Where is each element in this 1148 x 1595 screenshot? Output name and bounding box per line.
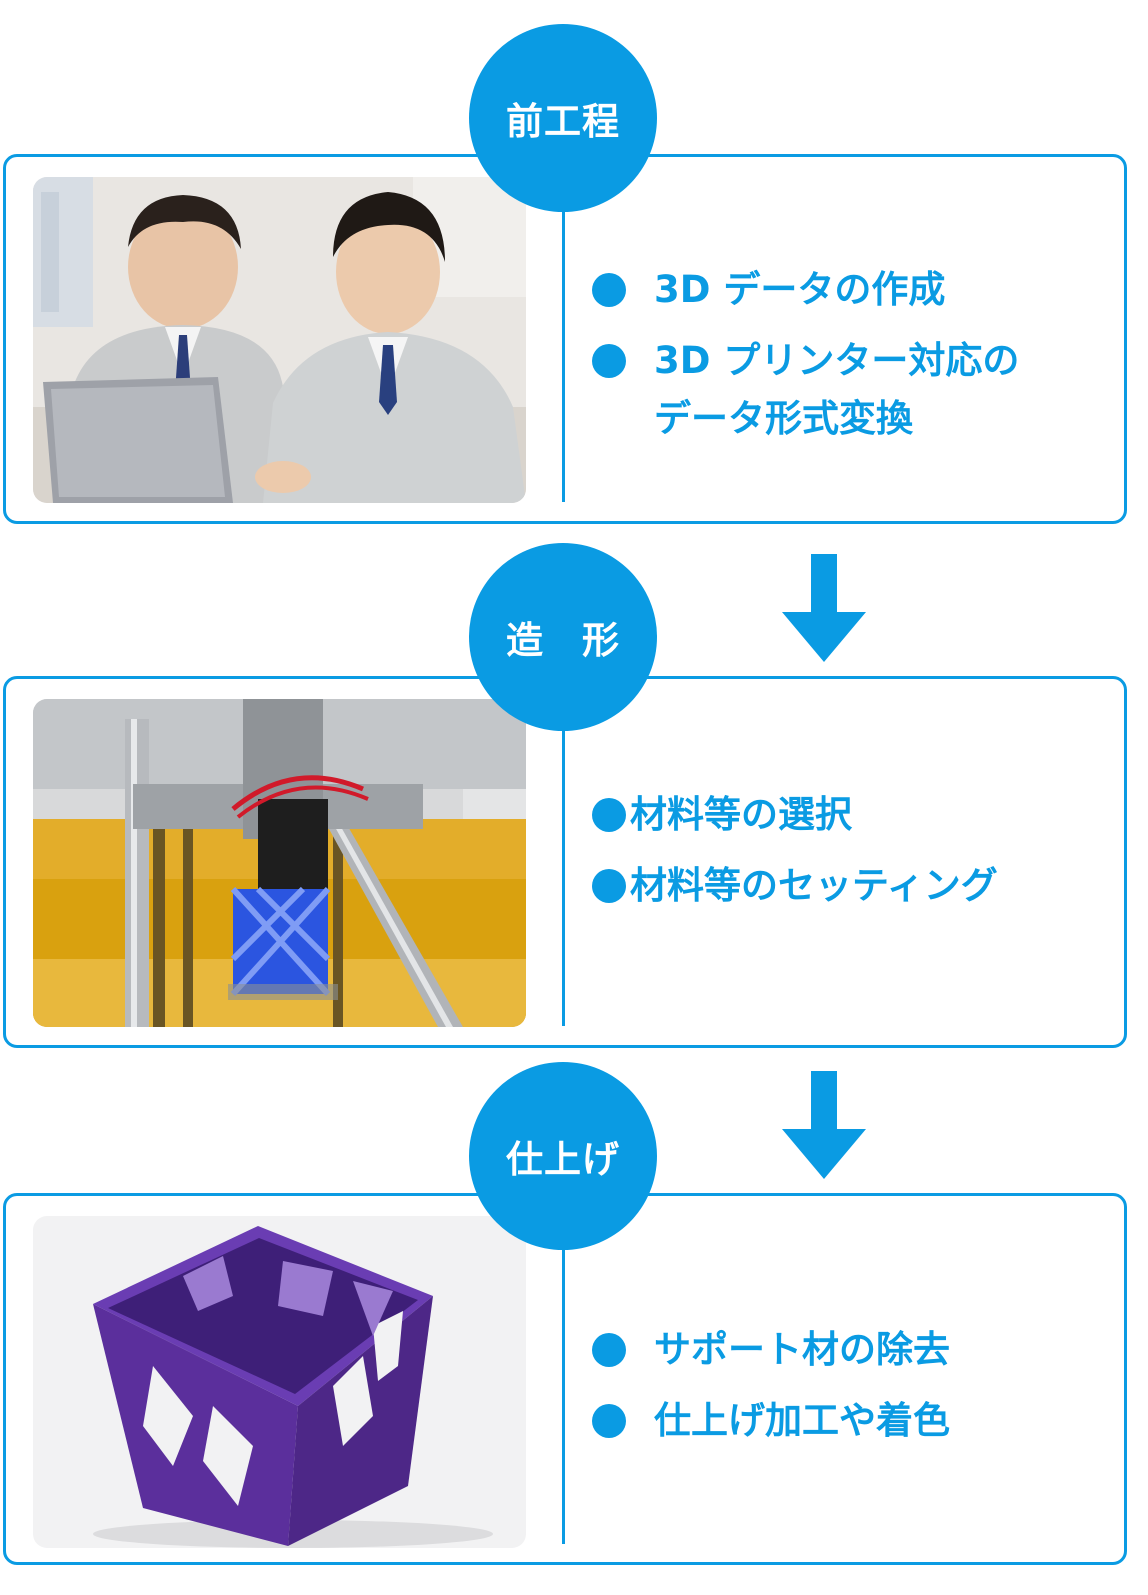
list-item: 3D プリンター対応の データ形式変換 [592,332,1114,448]
step-label-circle: 仕上げ [469,1062,657,1250]
circle-bullet-icon [592,798,626,832]
engineers-laptop-photo [33,177,526,503]
list-item: サポート材の除去 [592,1321,1114,1379]
step-item-list: 3D データの作成 3D プリンター対応の データ形式変換 [592,261,1114,461]
panel-divider [562,727,565,1026]
down-arrow-icon [782,554,866,662]
step-panel-pre-process: 3D データの作成 3D プリンター対応の データ形式変換 [3,154,1127,524]
list-item: 材料等のセッティング [592,857,1114,915]
circle-bullet-icon [592,869,626,903]
step-panel-modeling: 材料等の選択 材料等のセッティング [3,676,1127,1048]
list-item-text: 3D データの作成 [654,268,946,311]
step-item-list: 材料等の選択 材料等のセッティング [592,786,1114,928]
list-item: 3D データの作成 [592,261,1114,319]
step-panel-finishing: サポート材の除去 仕上げ加工や着色 [3,1193,1127,1565]
step-label-circle: 前工程 [469,24,657,212]
circle-bullet-icon [592,1333,626,1367]
panel-divider [562,1244,565,1544]
list-item-text: 仕上げ加工や着色 [654,1399,950,1442]
list-item-text: 材料等のセッティング [630,864,998,907]
down-arrow-icon [782,1071,866,1179]
circle-bullet-icon [592,273,626,307]
circle-bullet-icon [592,344,626,378]
list-item: 材料等の選択 [592,786,1114,844]
step-item-list: サポート材の除去 仕上げ加工や着色 [592,1321,1114,1463]
list-item-text: 3D プリンター対応の データ形式変換 [654,339,1020,440]
list-item-text: サポート材の除去 [654,1328,950,1371]
printed-lattice-cup-photo [33,1216,526,1548]
3d-printer-photo [33,699,526,1027]
list-item-text: 材料等の選択 [630,793,852,836]
circle-bullet-icon [592,1404,626,1438]
panel-divider [562,203,565,502]
step-label-circle: 造 形 [469,543,657,731]
list-item: 仕上げ加工や着色 [592,1392,1114,1450]
